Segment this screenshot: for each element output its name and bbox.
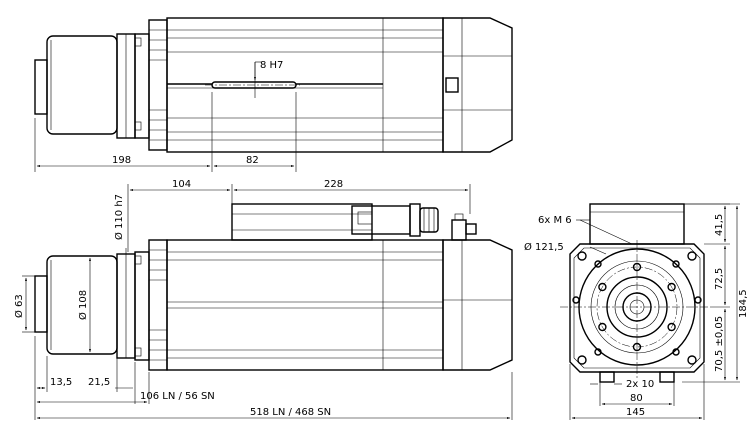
holes-label: 6x M 6 (538, 215, 572, 226)
dia-108-label: Ø 108 (77, 290, 89, 320)
dim-70-5-label: 70,5 ±0,05 (714, 316, 725, 372)
dim-21-5-label: 21,5 (88, 377, 110, 388)
dim-82-label: 82 (246, 155, 259, 166)
end-view (560, 203, 714, 383)
dim-104-label: 104 (172, 179, 191, 190)
dim-184-5-label: 184,5 (738, 289, 749, 318)
dim-72-5-label: 72,5 (714, 268, 725, 290)
ribbed-ring-top (149, 29, 167, 141)
top-view (34, 17, 513, 153)
dim-198-label: 198 (112, 155, 131, 166)
key-label: 8 H7 (260, 60, 283, 71)
dim-2x10-label: 2x 10 (626, 379, 654, 390)
dim-518-label: 518 LN / 468 SN (250, 407, 331, 418)
dim-106-label: 106 LN / 56 SN (140, 391, 215, 402)
dim-13-5-label: 13,5 (50, 377, 72, 388)
side-dims: 104 228 Ø 110 h7 Ø 63 Ø 108 13,5 21,5 10… (13, 179, 513, 420)
dim-41-5-label: 41,5 (714, 214, 725, 236)
dia-63-label: Ø 63 (13, 294, 25, 318)
side-view (34, 203, 513, 371)
dim-228-label: 228 (324, 179, 343, 190)
dim-145-label: 145 (626, 407, 645, 418)
top-dims: 198 82 8 H7 (34, 60, 297, 172)
end-dims: 6x M 6 Ø 121,5 2x 10 80 145 41,5 72,5 70… (524, 203, 749, 420)
dia-110-label: Ø 110 h7 (113, 194, 125, 240)
dia-121-5-label: Ø 121,5 (524, 241, 564, 253)
ribbed-ring-side (149, 249, 167, 361)
dim-80-label: 80 (630, 393, 643, 404)
